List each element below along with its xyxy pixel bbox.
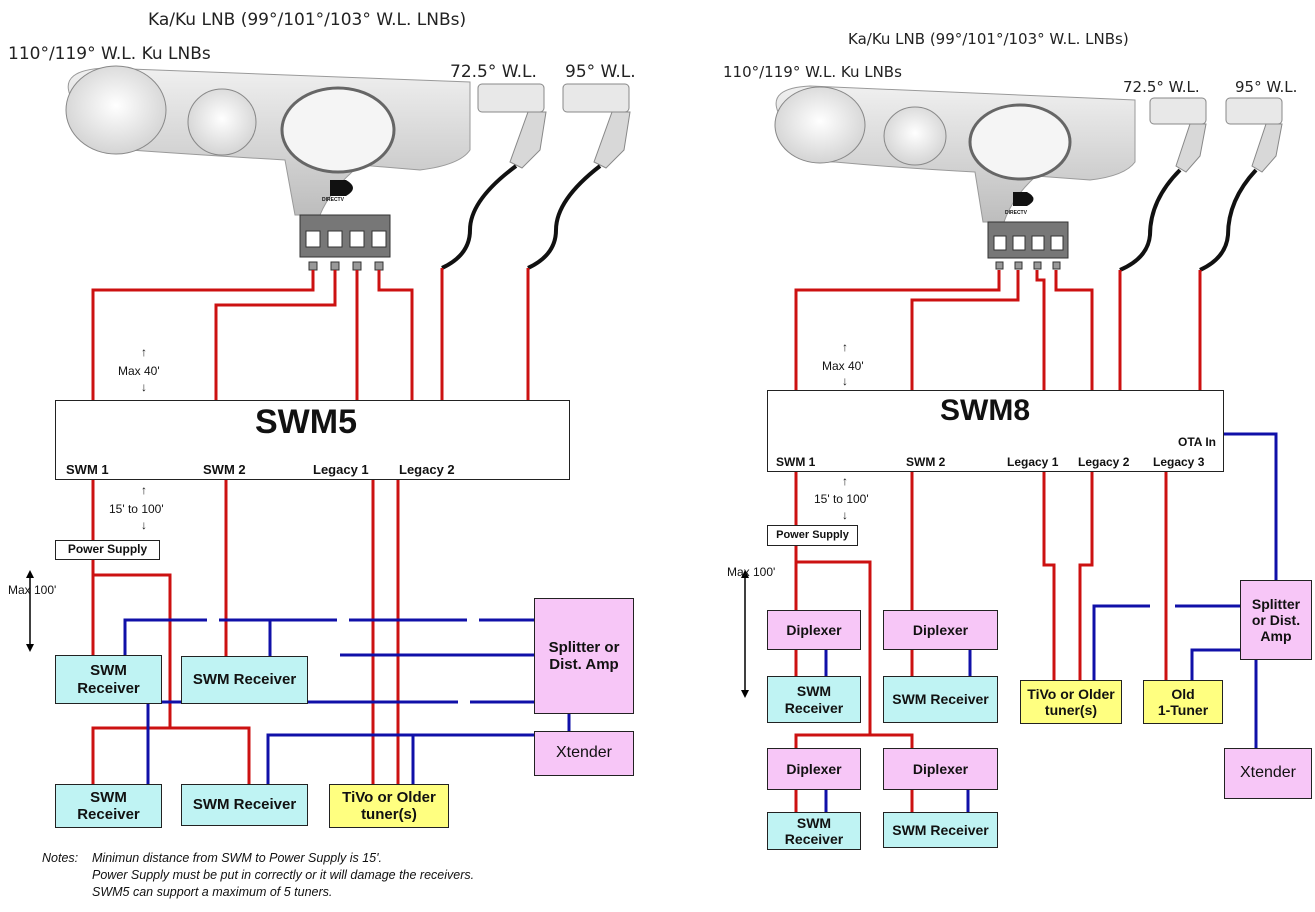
left-dish-assembly (65, 65, 471, 271)
left-swm-receiver-2: SWM Receiver (181, 656, 308, 704)
left-tivo-older-tuners: TiVo or Older tuner(s) (329, 784, 449, 828)
right-port-legacy3: Legacy 3 (1153, 455, 1205, 469)
right-max40-down-arrow: ↓ (842, 374, 848, 388)
right-range-up-arrow: ↑ (842, 474, 848, 488)
right-swm8-multiswitch (767, 390, 1224, 472)
right-satellite-cables (794, 270, 1202, 812)
right-dish-assembly (774, 85, 1136, 270)
left-swm5-multiswitch (55, 400, 570, 480)
right-swm-receiver-1: SWM Receiver (767, 676, 861, 723)
right-port-legacy1: Legacy 1 (1007, 455, 1059, 469)
left-lnb-95 (527, 83, 631, 270)
right-max40-label: Max 40' (822, 359, 864, 373)
right-swm-receiver-2: SWM Receiver (883, 676, 998, 723)
left-range-down-arrow: ↓ (141, 518, 147, 532)
notes-label: Notes: (42, 851, 79, 865)
right-max40-up-arrow: ↑ (842, 340, 848, 354)
left-kaku-lnb-label: Ka/Ku LNB (99°/101°/103° W.L. LNBs) (148, 10, 467, 30)
right-range-label: 15' to 100' (814, 492, 869, 506)
right-dish-logo: DIRECTV (1005, 210, 1027, 216)
left-port-legacy1: Legacy 1 (313, 462, 369, 477)
left-lnb-72-5 (441, 83, 547, 270)
left-swm-receiver-1: SWM Receiver (55, 655, 162, 704)
left-max40-label: Max 40' (118, 364, 160, 378)
right-ota-cables (824, 432, 1278, 812)
left-port-swm2: SWM 2 (203, 462, 246, 477)
right-old-1-tuner: Old 1-Tuner (1143, 680, 1223, 724)
right-swm-receiver-4: SWM Receiver (883, 812, 998, 848)
left-port-legacy2: Legacy 2 (399, 462, 455, 477)
right-port-swm2: SWM 2 (906, 455, 946, 469)
right-diplexer-3: Diplexer (767, 748, 861, 790)
left-port-swm1: SWM 1 (66, 462, 109, 477)
right-lnb-72-5 (1119, 97, 1207, 272)
right-swm-receiver-3: SWM Receiver (767, 812, 861, 850)
right-lnb-95 (1199, 97, 1283, 272)
right-power-supply: Power Supply (767, 525, 858, 546)
left-max100-arrow (26, 570, 34, 652)
left-72-5-label: 72.5° W.L. (450, 62, 537, 82)
right-diplexer-4: Diplexer (883, 748, 998, 790)
left-max40-down-arrow: ↓ (141, 380, 147, 394)
right-xtender: Xtender (1224, 748, 1312, 799)
left-max40-up-arrow: ↑ (141, 345, 147, 359)
left-range-label: 15' to 100' (109, 502, 164, 516)
left-power-supply: Power Supply (55, 540, 160, 560)
right-max100-label: Max 100' (727, 565, 776, 579)
right-diplexer-2: Diplexer (883, 610, 998, 650)
note-3: SWM5 can support a maximum of 5 tuners. (92, 885, 333, 899)
right-95-label: 95° W.L. (1235, 78, 1298, 96)
right-port-legacy2: Legacy 2 (1078, 455, 1130, 469)
left-ku-lnb-label: 110°/119° W.L. Ku LNBs (8, 44, 211, 64)
left-splitter: Splitter or Dist. Amp (534, 598, 634, 714)
left-swm-receiver-3: SWM Receiver (55, 784, 162, 828)
left-swm-receiver-4: SWM Receiver (181, 784, 308, 826)
left-xtender: Xtender (534, 731, 634, 776)
right-ota-in-label: OTA In (1178, 435, 1216, 449)
right-swm8-title: SWM8 (940, 394, 1030, 427)
right-ku-lnb-label: 110°/119° W.L. Ku LNBs (723, 63, 902, 81)
right-range-down-arrow: ↓ (842, 508, 848, 522)
left-swm5-title: SWM5 (255, 403, 357, 441)
right-tivo-older-tuners: TiVo or Older tuner(s) (1020, 680, 1122, 724)
right-diplexer-1: Diplexer (767, 610, 861, 650)
left-dish-logo: DIRECTV (322, 197, 344, 203)
left-95-label: 95° W.L. (565, 62, 636, 82)
right-max100-arrow (741, 570, 749, 698)
note-1: Minimun distance from SWM to Power Suppl… (92, 851, 382, 865)
right-kaku-lnb-label: Ka/Ku LNB (99°/101°/103° W.L. LNBs) (848, 30, 1129, 48)
right-72-5-label: 72.5° W.L. (1123, 78, 1200, 96)
right-splitter: Splitter or Dist. Amp (1240, 580, 1312, 660)
left-range-up-arrow: ↑ (141, 483, 147, 497)
right-port-swm1: SWM 1 (776, 455, 816, 469)
note-2: Power Supply must be put in correctly or… (92, 868, 475, 882)
left-satellite-cables (91, 268, 530, 784)
left-max100-label: Max 100' (8, 583, 57, 597)
